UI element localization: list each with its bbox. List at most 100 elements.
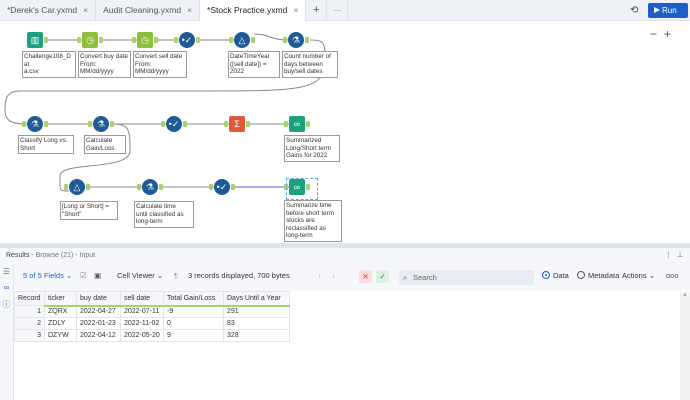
table-cell[interactable]: 2022-07-11	[120, 305, 164, 318]
tool-node[interactable]: ⚗	[27, 116, 43, 132]
input-anchor[interactable]	[77, 37, 81, 43]
more-options-icon[interactable]: ⋮	[665, 252, 672, 259]
tool-node[interactable]: •✓	[179, 32, 195, 48]
column-header[interactable]: sell date	[120, 291, 164, 307]
cell-viewer-dropdown[interactable]: Cell Viewer ⌄	[117, 271, 164, 280]
output-anchor[interactable]	[183, 121, 187, 127]
tool-node[interactable]: •✓	[214, 179, 230, 195]
output-anchor[interactable]	[86, 184, 90, 190]
tool-node[interactable]: ▥	[27, 32, 43, 48]
output-anchor[interactable]	[306, 121, 310, 127]
tool-node[interactable]: Σ	[229, 116, 245, 132]
table-cell[interactable]: 9	[163, 329, 224, 342]
output-anchor[interactable]	[196, 37, 200, 43]
zoom-in-button[interactable]: +	[664, 27, 672, 41]
input-anchor[interactable]	[224, 121, 228, 127]
table-cell[interactable]: 2022-01-23	[76, 317, 121, 330]
arrow-up-icon[interactable]: ↑	[318, 271, 322, 280]
table-cell[interactable]: 2022-05-20	[120, 329, 164, 342]
save-icon[interactable]: ▣	[94, 271, 102, 280]
edit-icon[interactable]: ☑	[80, 271, 87, 280]
search-input[interactable]: ⌕Search	[399, 270, 534, 285]
data-radio[interactable]: Data	[542, 271, 569, 280]
tool-node[interactable]: ∞	[289, 179, 305, 195]
workflow-canvas[interactable]: − + ▥Challenge108_Dat a.csv◷Convert buy …	[0, 21, 690, 243]
output-anchor[interactable]	[44, 121, 48, 127]
tool-node[interactable]: ◷	[82, 32, 98, 48]
output-anchor[interactable]	[159, 184, 163, 190]
table-cell[interactable]: 328	[223, 329, 290, 342]
fields-dropdown[interactable]: 5 of 5 Fields ⌄	[23, 271, 73, 280]
table-cell[interactable]: 2022-04-27	[76, 305, 121, 318]
output-anchor[interactable]	[99, 37, 103, 43]
clear-filter-button[interactable]: ✕	[359, 270, 372, 283]
table-cell[interactable]: 3	[14, 329, 45, 342]
input-anchor[interactable]	[132, 37, 136, 43]
output-anchor[interactable]	[44, 37, 48, 43]
input-anchor[interactable]	[137, 184, 141, 190]
close-icon[interactable]: ×	[293, 5, 299, 15]
table-cell[interactable]: ZQRX	[44, 305, 77, 318]
close-icon[interactable]: ×	[83, 5, 89, 15]
column-header[interactable]: Total Gain/Loss	[163, 291, 224, 307]
output-anchor[interactable]	[306, 184, 310, 190]
actions-dropdown[interactable]: Actions ⌄	[622, 271, 655, 280]
list-icon[interactable]: ☰	[2, 267, 11, 276]
table-cell[interactable]: 2022-11-02	[120, 317, 164, 330]
table-cell[interactable]: 2022-04-12	[76, 329, 121, 342]
table-cell[interactable]: ZDLY	[44, 317, 77, 330]
table-cell[interactable]: 0	[163, 317, 224, 330]
column-header[interactable]: ticker	[44, 291, 77, 307]
metadata-radio[interactable]: Metadata	[577, 271, 619, 280]
pin-icon[interactable]: ⊥	[677, 252, 684, 259]
run-button[interactable]: Run	[648, 3, 688, 18]
tab-audit-cleaning[interactable]: Audit Cleaning.yxmd×	[96, 0, 201, 21]
output-anchor[interactable]	[246, 121, 250, 127]
tool-node[interactable]: △	[69, 179, 85, 195]
tool-node[interactable]: ◷	[137, 32, 153, 48]
tab-dereks-car[interactable]: *Derek's Car.yxmd×	[0, 0, 97, 21]
output-anchor[interactable]	[305, 37, 309, 43]
input-anchor[interactable]	[64, 184, 68, 190]
input-anchor[interactable]	[161, 121, 165, 127]
info-icon[interactable]: ⓘ	[2, 300, 11, 309]
history-icon[interactable]: ⟲	[630, 5, 639, 16]
table-cell[interactable]: 83	[223, 317, 290, 330]
input-anchor[interactable]	[22, 121, 26, 127]
pilcrow-icon[interactable]: ¶	[174, 271, 179, 280]
input-anchor[interactable]	[174, 37, 178, 43]
apply-filter-button[interactable]: ✓	[376, 270, 389, 283]
zoom-out-button[interactable]: −	[650, 27, 658, 41]
tool-node[interactable]: ⚗	[142, 179, 158, 195]
vertical-scrollbar[interactable]: ▲	[680, 292, 690, 400]
table-cell[interactable]: -9	[163, 305, 224, 318]
add-tab-button[interactable]: +	[306, 0, 328, 21]
input-anchor[interactable]	[229, 37, 233, 43]
input-anchor[interactable]	[283, 37, 287, 43]
output-anchor[interactable]	[231, 184, 235, 190]
column-header[interactable]: Days Until a Year	[223, 291, 290, 307]
tool-node[interactable]: ⚗	[288, 32, 304, 48]
output-anchor[interactable]	[251, 37, 255, 43]
tool-node[interactable]: •✓	[166, 116, 182, 132]
output-anchor[interactable]	[154, 37, 158, 43]
input-anchor[interactable]	[88, 121, 92, 127]
table-cell[interactable]: 1	[14, 305, 45, 318]
tool-node[interactable]: △	[234, 32, 250, 48]
column-header[interactable]: Record	[14, 291, 45, 306]
browse-icon[interactable]: ∞	[3, 283, 10, 292]
tab-stock-practice[interactable]: *Stock Practice.yxmd×	[200, 0, 307, 21]
input-anchor[interactable]	[209, 184, 213, 190]
table-cell[interactable]: 2	[14, 317, 45, 330]
arrow-down-icon[interactable]: ↓	[332, 271, 336, 280]
more-tabs-button[interactable]: ···	[327, 0, 349, 21]
output-anchor[interactable]	[110, 121, 114, 127]
column-header[interactable]: buy date	[76, 291, 121, 307]
more-icon[interactable]: ooo	[666, 271, 679, 280]
close-icon[interactable]: ×	[187, 5, 193, 15]
input-anchor[interactable]	[284, 121, 288, 127]
splitter[interactable]	[0, 243, 690, 248]
